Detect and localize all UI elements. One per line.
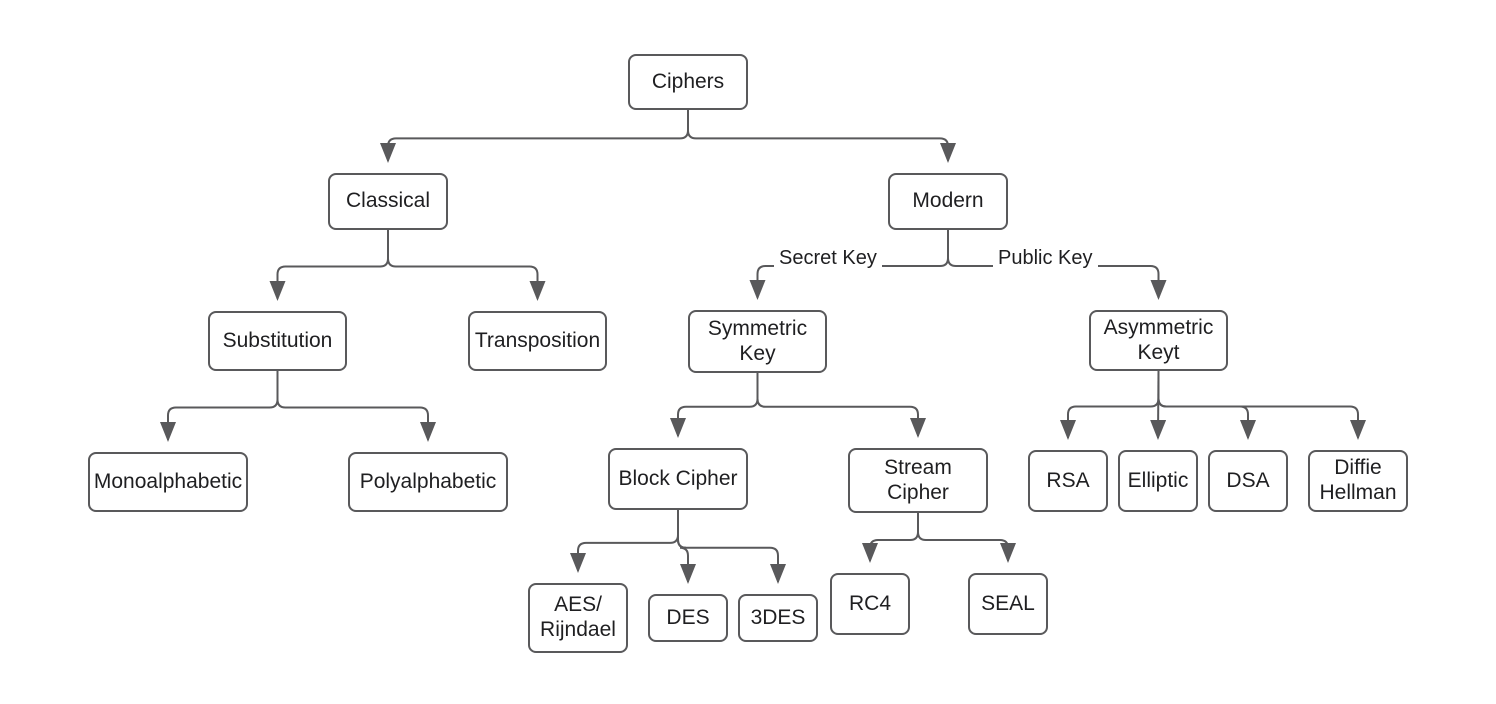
edge-asymmetric-key-to-diffie-hellman xyxy=(1157,371,1366,440)
edge-classical-to-substitution xyxy=(269,230,389,301)
edge-substitution-to-monoalphabetic xyxy=(160,371,279,442)
node-transposition[interactable]: Transposition xyxy=(468,311,607,371)
node-monoalphabetic[interactable]: Monoalphabetic xyxy=(88,452,248,512)
node-classical[interactable]: Classical xyxy=(328,173,448,230)
edge-stream-cipher-to-seal xyxy=(917,513,1016,563)
secret-key-label: Secret Key xyxy=(774,248,882,268)
edge-substitution-to-polyalphabetic xyxy=(276,371,436,442)
node-3des[interactable]: 3DES xyxy=(738,594,818,642)
edge-symmetric-key-to-stream-cipher xyxy=(756,373,926,438)
edge-stream-cipher-to-rc4 xyxy=(862,513,919,563)
edge-ciphers-to-classical xyxy=(380,110,689,163)
node-rsa[interactable]: RSA xyxy=(1028,450,1108,512)
node-des[interactable]: DES xyxy=(648,594,728,642)
node-elliptic[interactable]: Elliptic xyxy=(1118,450,1198,512)
edge-symmetric-key-to-block-cipher xyxy=(670,373,759,438)
node-ciphers[interactable]: Ciphers xyxy=(628,54,748,110)
edge-asymmetric-key-to-elliptic xyxy=(1150,370,1167,440)
edge-asymmetric-key-to-rsa xyxy=(1060,371,1160,440)
node-symmetric-key[interactable]: Symmetric Key xyxy=(688,310,827,373)
node-diffie-hellman[interactable]: Diffie Hellman xyxy=(1308,450,1408,512)
edge-block-cipher-to-3des xyxy=(677,510,786,584)
edge-ciphers-to-modern xyxy=(687,110,956,163)
node-aes-rijndael[interactable]: AES/ Rijndael xyxy=(528,583,628,653)
edge-block-cipher-to-aes-rijndael xyxy=(570,510,679,573)
node-block-cipher[interactable]: Block Cipher xyxy=(608,448,748,510)
node-seal[interactable]: SEAL xyxy=(968,573,1048,635)
edge-asymmetric-key-to-dsa xyxy=(1157,371,1256,440)
node-modern[interactable]: Modern xyxy=(888,173,1008,230)
edge-block-cipher-to-des xyxy=(677,510,696,584)
edge-classical-to-transposition xyxy=(387,230,546,301)
public-key-label: Public Key xyxy=(993,248,1098,268)
node-dsa[interactable]: DSA xyxy=(1208,450,1288,512)
node-substitution[interactable]: Substitution xyxy=(208,311,347,371)
node-asymmetric-key[interactable]: Asymmetric Keyt xyxy=(1089,310,1228,371)
node-stream-cipher[interactable]: Stream Cipher xyxy=(848,448,988,513)
node-rc4[interactable]: RC4 xyxy=(830,573,910,635)
node-polyalphabetic[interactable]: Polyalphabetic xyxy=(348,452,508,512)
